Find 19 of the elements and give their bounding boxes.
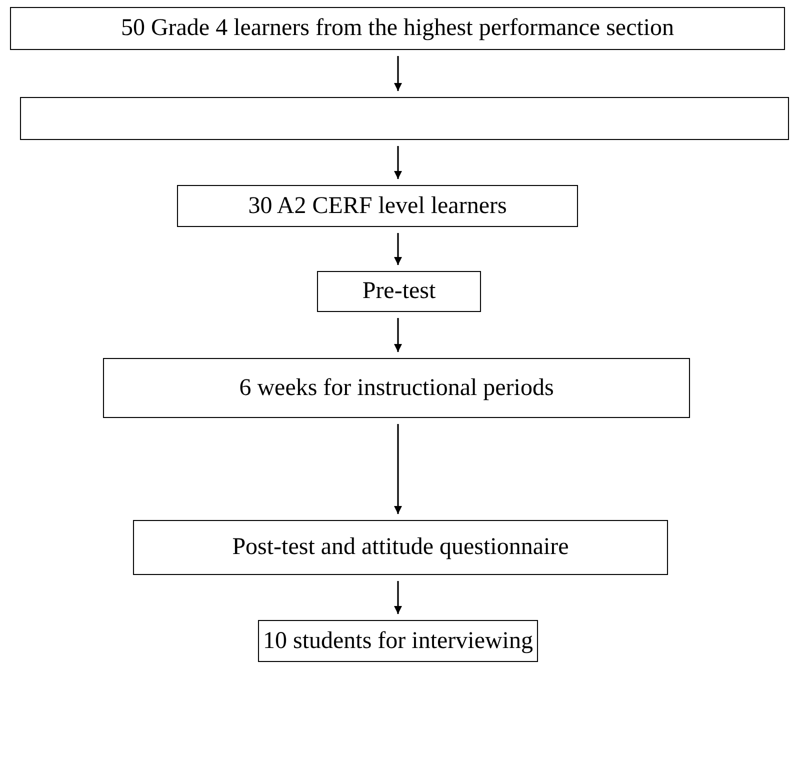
box-text: 50 Grade 4 learners from the highest performance section <box>120 15 674 42</box>
process-box <box>133 520 668 575</box>
arrow <box>394 146 402 179</box>
arrow <box>394 581 402 614</box>
process-box <box>177 185 578 227</box>
process-box <box>103 358 690 418</box>
process-box <box>258 620 538 662</box>
arrow <box>394 233 402 265</box>
box-text: 10 students for interviewing <box>263 628 533 654</box>
box-text: Post-test and attitude questionnaire <box>232 534 569 561</box>
process-box <box>10 7 785 50</box>
process-box <box>317 271 481 312</box>
arrow <box>394 424 402 514</box>
box-text: Pre-test <box>362 278 436 305</box>
empty-box <box>20 97 789 140</box>
arrow <box>394 318 402 352</box>
box-text: 6 weeks for instructional periods <box>239 374 554 402</box>
arrow <box>394 56 402 91</box>
box-text: 30 A2 CERF level learners <box>248 192 507 220</box>
